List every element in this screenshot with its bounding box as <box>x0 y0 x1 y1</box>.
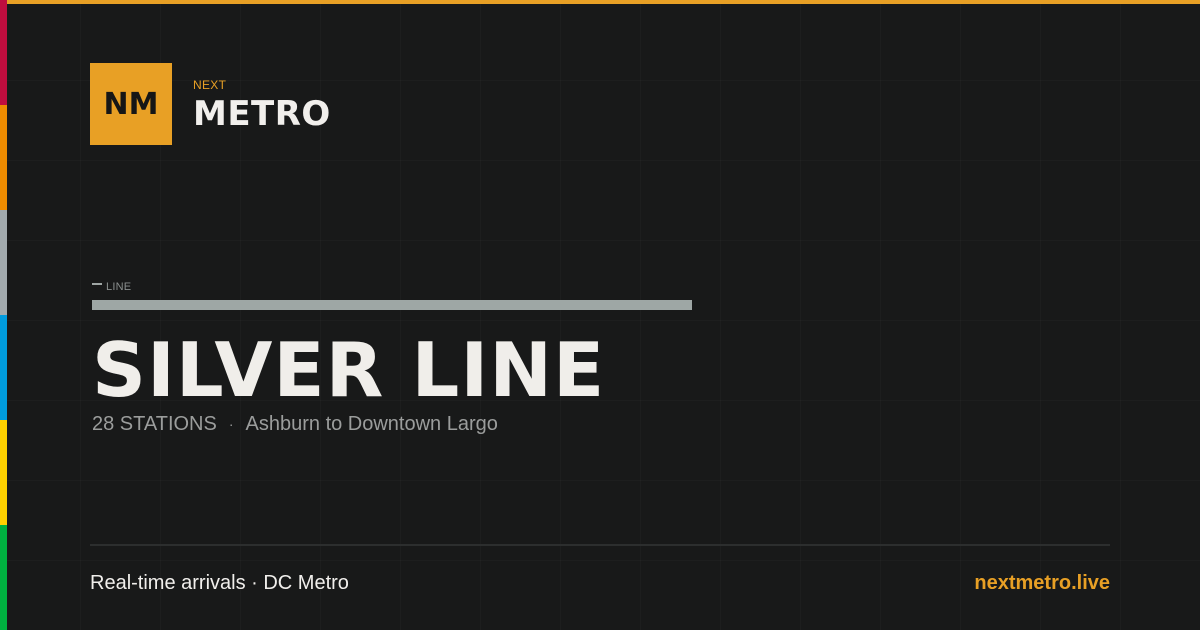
logo-kicker: NEXT <box>193 78 227 92</box>
line-meta: 28 STATIONS · Ashburn to Downtown Largo <box>92 412 498 436</box>
line-stripe-4 <box>0 315 7 420</box>
footer-tagline: Real-time arrivals · DC Metro <box>90 572 349 594</box>
line-color-bar <box>92 300 692 310</box>
logo-mark: NM <box>90 63 172 145</box>
footer-divider <box>90 544 1110 546</box>
line-stripe-1 <box>0 0 7 105</box>
line-tag: LINE <box>92 281 131 293</box>
top-accent-bar <box>0 0 1200 4</box>
station-count: 28 STATIONS <box>92 413 217 435</box>
brand-logo: NM NEXT METRO <box>90 63 331 145</box>
line-stripe-6 <box>0 525 7 630</box>
logo-wordmark: NEXT METRO <box>193 74 331 134</box>
footer-url-link[interactable]: nextmetro.live <box>974 572 1110 594</box>
line-stripe-3 <box>0 210 7 315</box>
metro-line-color-stripes <box>0 0 7 630</box>
meta-separator: · <box>228 416 234 432</box>
line-stripe-5 <box>0 420 7 525</box>
line-tag-dash <box>92 283 102 285</box>
line-title: SILVER LINE <box>92 326 606 414</box>
line-tag-label: LINE <box>106 281 132 293</box>
logo-name: METRO <box>193 94 331 134</box>
line-stripe-2 <box>0 105 7 210</box>
line-route: Ashburn to Downtown Largo <box>245 413 498 435</box>
